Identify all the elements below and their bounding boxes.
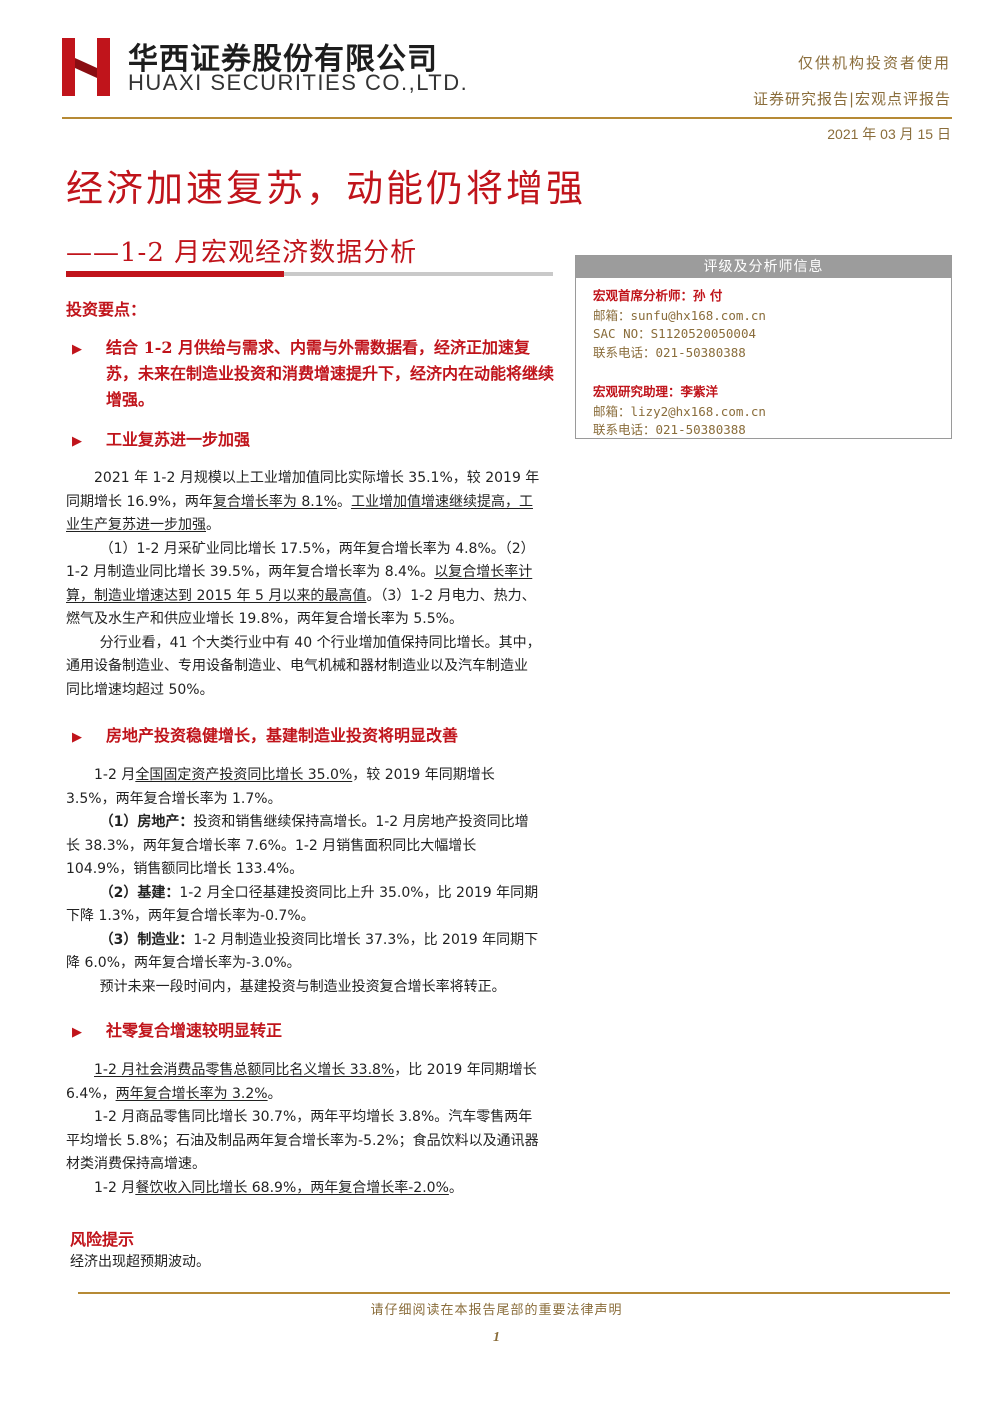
triangle-bullet-icon: ▶ <box>72 434 82 449</box>
highlight-summary: ▶ 结合 1-2 月供给与需求、内需与外需数据看，经济正加速复苏，未来在制造业投… <box>72 335 554 415</box>
highlight-industry-text: 工业复苏进一步加强 <box>106 430 251 449</box>
assistant-phone: 联系电话：021-50380388 <box>593 422 746 437</box>
underlined-text: 复合增长率为 8.1% <box>212 493 337 510</box>
highlight-retail-text: 社零复合增速较明显转正 <box>106 1021 283 1040</box>
subtitle-rule <box>66 272 553 276</box>
underlined-text: 以复合增长率计算，制造业增速达到 2015 年 5 月以来的最高值 <box>66 564 533 604</box>
company-name-en: HUAXI SECURITIES CO.,LTD. <box>128 70 469 95</box>
risk-text: 经济出现超预期波动。 <box>70 1254 210 1270</box>
retail-paragraph-2: 1-2 月商品零售同比增长 30.7%，两年平均增长 3.8%。汽车零售两年平均… <box>66 1109 539 1172</box>
report-title: 经济加速复苏，动能仍将增强 <box>66 167 586 210</box>
subtitle-rule-accent <box>66 271 284 277</box>
chief-analyst-phone: 联系电话：021-50380388 <box>593 345 746 360</box>
retail-paragraph-3: 1-2 月餐饮收入同比增长 68.9%，两年复合增长率-2.0%。 <box>94 1179 463 1196</box>
analyst-info-header: 评级及分析师信息 <box>576 256 951 278</box>
investment-paragraph-outlook: 预计未来一段时间内，基建投资与制造业投资复合增长率将转正。 <box>99 978 506 995</box>
highlight-industry: ▶ 工业复苏进一步加强 <box>72 427 554 455</box>
triangle-bullet-icon: ▶ <box>72 730 82 745</box>
report-date: 2021 年 03 月 15 日 <box>827 126 951 142</box>
analyst-info-box: 评级及分析师信息 宏观首席分析师：孙 付 邮箱：sunfu@hx168.com.… <box>575 255 952 439</box>
investment-paragraph-manufacturing: （3）制造业：1-2 月制造业投资同比增长 37.3%，比 2019 年同期下降… <box>66 931 539 972</box>
highlight-summary-text: 结合 1-2 月供给与需求、内需与外需数据看，经济正加速复苏，未来在制造业投资和… <box>106 338 555 409</box>
industry-paragraph-3: 分行业看，41 个大类行业中有 40 个行业增加值保持同比增长。其中，通用设备制… <box>66 634 541 698</box>
legal-notice: 请仔细阅读在本报告尾部的重要法律声明 <box>370 1303 623 1318</box>
assistant-email[interactable]: 邮箱：lizy2@hx168.com.cn <box>593 404 766 419</box>
industry-section: 2021 年 1-2 月规模以上工业增加值同比实际增长 35.1%，较 2019… <box>66 467 541 702</box>
underlined-text: 餐饮收入同比增长 68.9%，两年复合增长率-2.0% <box>135 1179 449 1196</box>
retail-section: 1-2 月社会消费品零售总额同比名义增长 33.8%，比 2019 年同期增长 … <box>66 1059 541 1200</box>
investment-paragraph-infrastructure: （2）基建：1-2 月全口径基建投资同比上升 35.0%，比 2019 年同期下… <box>66 884 539 925</box>
header-divider <box>62 117 952 119</box>
footer-divider <box>78 1292 950 1294</box>
chief-analyst-title: 宏观首席分析师：孙 付 <box>593 288 723 303</box>
assistant-title: 宏观研究助理：李紫洋 <box>593 384 719 399</box>
audience-note: 仅供机构投资者使用 <box>797 54 951 72</box>
report-subtitle: ——1-2 月宏观经济数据分析 <box>66 238 418 268</box>
industry-paragraph-2: （1）1-2 月采矿业同比增长 17.5%，两年复合增长率为 4.8%。（2）1… <box>66 540 536 628</box>
risk-title: 风险提示 <box>70 1230 135 1249</box>
underlined-text: 工业增加值增速继续提高，工业生产复苏进一步加强 <box>66 493 533 534</box>
underlined-text: 全国固定资产投资同比增长 35.0% <box>135 767 353 783</box>
triangle-bullet-icon: ▶ <box>72 342 82 357</box>
triangle-bullet-icon: ▶ <box>72 1025 82 1040</box>
industry-paragraph-1: 2021 年 1-2 月规模以上工业增加值同比实际增长 35.1%，较 2019… <box>66 470 540 534</box>
highlight-retail: ▶ 社零复合增速较明显转正 <box>72 1018 554 1046</box>
highlight-investment-text: 房地产投资稳健增长，基建制造业投资将明显改善 <box>106 726 459 745</box>
chief-analyst-sac: SAC NO：S1120520050004 <box>593 326 757 341</box>
company-name-cn: 华西证券股份有限公司 <box>128 42 438 77</box>
company-logo <box>62 38 110 96</box>
page-number: 1 <box>493 1330 500 1345</box>
underlined-text: 1-2 月社会消费品零售总额同比名义增长 33.8% <box>94 1062 395 1078</box>
investment-section: 1-2 月全国固定资产投资同比增长 35.0%，较 2019 年同期增长 3.5… <box>66 764 541 999</box>
investment-paragraph-1: 1-2 月全国固定资产投资同比增长 35.0%，较 2019 年同期增长 3.5… <box>66 767 495 807</box>
highlight-investment: ▶ 房地产投资稳健增长，基建制造业投资将明显改善 <box>72 723 554 751</box>
report-type: 证券研究报告|宏观点评报告 <box>752 90 951 108</box>
key-points-label: 投资要点： <box>66 300 147 319</box>
chief-analyst-email[interactable]: 邮箱：sunfu@hx168.com.cn <box>593 308 766 323</box>
retail-paragraph-1: 1-2 月社会消费品零售总额同比名义增长 33.8%，比 2019 年同期增长 … <box>66 1062 537 1102</box>
underlined-text: 两年复合增长率为 3.2% <box>115 1085 268 1102</box>
investment-paragraph-realestate: （1）房地产：投资和销售继续保持高增长。1-2 月房地产投资同比增长 38.3%… <box>66 814 529 877</box>
